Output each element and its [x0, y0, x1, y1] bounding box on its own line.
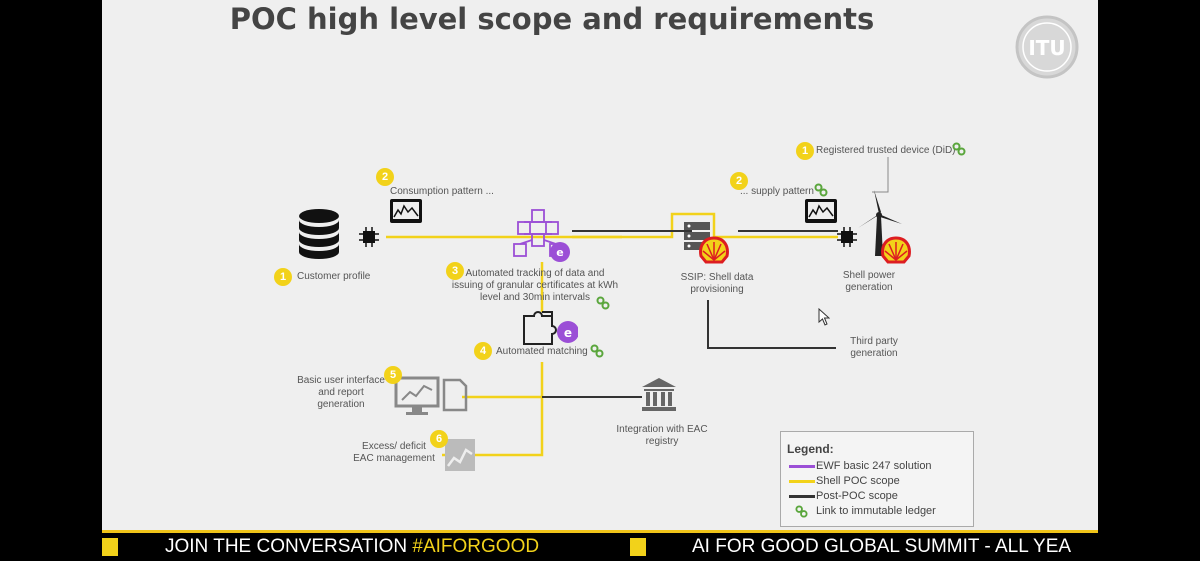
legend-item-post-poc: Post-POC scope [781, 489, 971, 503]
legend: Legend: EWF basic 247 solution Shell POC… [780, 431, 974, 527]
cursor-icon [818, 308, 830, 326]
step-badge: 5 [384, 366, 402, 384]
bank-icon [642, 378, 676, 411]
server-icon [684, 222, 710, 250]
monitor-chart-icon [390, 199, 422, 223]
chip-icon [359, 227, 379, 247]
legend-item-shell-poc: Shell POC scope [781, 474, 971, 488]
legend-title: Legend: [787, 442, 834, 456]
legend-item-ledger-link: Link to immutable ledger [781, 504, 971, 518]
step-badge: 3 [446, 262, 464, 280]
consumption-pattern-label: Consumption pattern ... [390, 186, 494, 197]
step-badge: 4 [474, 342, 492, 360]
registered-device-label: Registered trusted device (DiD) [816, 145, 956, 156]
ticker-square [630, 538, 646, 556]
step-badge: 6 [430, 430, 448, 448]
step-badge: 1 [796, 142, 814, 160]
ticker-border [102, 530, 1098, 533]
wind-turbine-icon [858, 190, 902, 256]
chain-link-icon [814, 183, 828, 197]
chip-icon [837, 227, 857, 247]
customer-profile-label: Customer profile [297, 271, 371, 282]
connector-lines [386, 157, 889, 457]
slide: POC high level scope and requirements IT… [102, 0, 1098, 530]
shell-logo-icon [881, 236, 911, 264]
chain-link-icon [795, 505, 808, 518]
chart-card-icon [445, 439, 475, 471]
step-badge: 1 [274, 268, 292, 286]
ticker-square [102, 538, 118, 556]
automated-matching-label: Automated matching [496, 346, 588, 357]
shell-logo-icon [699, 236, 729, 264]
supply-pattern-label: ... supply pattern [740, 186, 814, 197]
legend-item-ewf: EWF basic 247 solution [781, 459, 971, 473]
svg-text:e: e [564, 326, 572, 340]
ticker-bar: JOIN THE CONVERSATION #AIFORGOOD AI FOR … [0, 530, 1200, 561]
chain-link-icon [952, 142, 966, 156]
ticker-right: AI FOR GOOD GLOBAL SUMMIT - ALL YEA [692, 536, 1072, 557]
itu-logo-text: ITU [1028, 36, 1065, 60]
dashboard-monitor-icon [394, 376, 440, 415]
slide-title: POC high level scope and requirements [229, 2, 875, 36]
ticker-left: JOIN THE CONVERSATION #AIFORGOOD [165, 536, 540, 557]
chain-link-icon [596, 296, 610, 310]
blockchain-cubes-icon: e [513, 209, 570, 262]
itu-logo: ITU [1015, 15, 1079, 79]
step-badge: 2 [730, 172, 748, 190]
monitor-chart-icon [805, 199, 837, 223]
document-icon [442, 378, 468, 412]
chain-link-icon [590, 344, 604, 358]
puzzle-icon: e [523, 311, 578, 345]
step-badge: 2 [376, 168, 394, 186]
database-icon [299, 209, 339, 259]
svg-text:e: e [556, 246, 563, 259]
